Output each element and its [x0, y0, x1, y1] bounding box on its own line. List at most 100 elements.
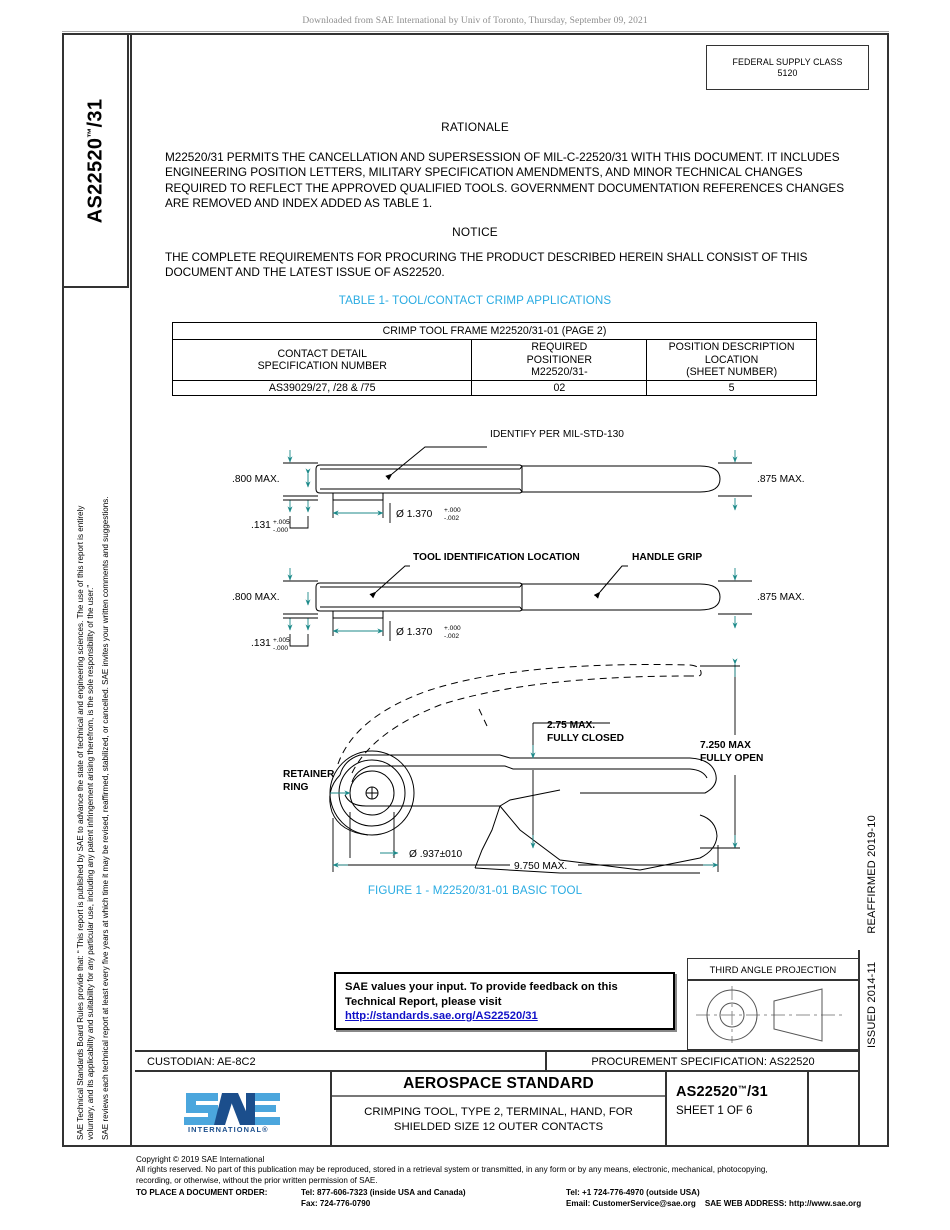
figure-caption: FIGURE 1 - M22520/31-01 BASIC TOOL: [367, 884, 583, 897]
view-2-dim-diameter-upper: +.000: [444, 625, 461, 632]
header-c3-line3: (SHEET NUMBER): [686, 366, 778, 379]
view-1-leader: [385, 446, 487, 481]
footer-web: SAE WEB ADDRESS: http://www.sae.org: [704, 1199, 862, 1209]
footer-email: Email: CustomerService@sae.org: [566, 1199, 696, 1209]
title-block-middle: AEROSPACE STANDARD CRIMPING TOOL, TYPE 2…: [332, 1072, 667, 1145]
sidebar-divider: [130, 33, 132, 1147]
view-2-dim-bottom-upper: +.005: [273, 637, 290, 644]
federal-supply-class-box: FEDERAL SUPPLY CLASS 5120: [706, 45, 869, 90]
doc-number-main: AS22520: [676, 1084, 738, 1100]
federal-supply-class-value: 5120: [777, 68, 798, 78]
cell-contact-detail: AS39029/27, /28 & /75: [171, 379, 473, 397]
header-c2-line3: M22520/31-: [531, 366, 588, 379]
doc-number-suffix: /31: [747, 1084, 768, 1100]
third-angle-projection-label: THIRD ANGLE PROJECTION: [688, 959, 858, 981]
view-1-dim-diameter-lower: -.002: [444, 515, 459, 522]
header-c2-line1: REQUIRED: [531, 341, 588, 354]
page-frame: [62, 33, 889, 1147]
view-1-callout-label: IDENTIFY PER MIL-STD-130: [490, 429, 624, 440]
view-1-dim-bottom-lower: -.000: [273, 527, 288, 534]
view-1-dim-diameter: Ø 1.370: [396, 509, 433, 520]
footer-fax: Fax: 724-776-0790: [301, 1199, 371, 1209]
view-1-dimensions: [283, 450, 752, 529]
doc-number: AS22520™/31: [676, 1084, 807, 1100]
feedback-line-2: Technical Report, please visit: [345, 995, 502, 1008]
sheet-number: SHEET 1 OF 6: [676, 1105, 753, 1117]
view-3-plier: [329, 664, 718, 874]
federal-supply-class-label: FEDERAL SUPPLY CLASS: [732, 57, 843, 67]
view-1-dim-bottom: .131: [251, 520, 271, 531]
feedback-line-1: SAE values your input. To provide feedba…: [345, 981, 618, 993]
sae-logo-sub: INTERNATIONAL®: [188, 1125, 269, 1133]
view-2-dim-right: .875 MAX.: [757, 592, 805, 603]
title-block: INTERNATIONAL® AEROSPACE STANDARD CRIMPI…: [135, 1072, 889, 1145]
view-2-dim-left: .800 MAX.: [232, 592, 280, 603]
tool-contact-crimp-table: CRIMP TOOL FRAME M22520/31-01 (PAGE 2) C…: [171, 321, 817, 397]
view-2-dim-bottom: .131: [251, 638, 271, 649]
banner-divider: [62, 31, 889, 32]
view-3-dim-closed-line1: 2.75 MAX.: [547, 720, 595, 731]
table-header-positioner: REQUIRED POSITIONER M22520/31-: [471, 339, 648, 381]
header-c2-line2: POSITIONER: [526, 353, 592, 366]
rationale-heading: RATIONALE: [441, 120, 509, 134]
sidebar-doc-code-box: AS22520™/31: [64, 35, 129, 288]
view-3-dim-pivot: Ø .937±010: [409, 849, 463, 860]
rationale-text: M22520/31 PERMITS THE CANCELLATION AND S…: [165, 150, 845, 210]
feedback-box: SAE values your input. To provide feedba…: [334, 972, 675, 1030]
header-c1-line1: CONTACT DETAIL: [277, 347, 367, 360]
standard-type: AEROSPACE STANDARD: [332, 1072, 665, 1097]
view-1-dim-left: .800 MAX.: [232, 474, 280, 485]
title-block-doc-number: AS22520™/31 SHEET 1 OF 6: [667, 1072, 809, 1145]
view-3-dim-closed-line2: FULLY CLOSED: [547, 733, 624, 744]
footer: Copyright © 2019 SAE International All r…: [136, 1155, 896, 1209]
sae-logo-mark: INTERNATIONAL®: [183, 1092, 280, 1133]
view-3-dimensions: [330, 658, 740, 872]
notice-heading: NOTICE: [452, 225, 498, 239]
view-2-dimensions: [283, 568, 752, 647]
footer-rights-line-1: All rights reserved. No part of this pub…: [136, 1165, 768, 1175]
standard-description: CRIMPING TOOL, TYPE 2, TERMINAL, HAND, F…: [332, 1097, 665, 1135]
doc-number-tm: ™: [737, 1084, 748, 1094]
feedback-link[interactable]: http://standards.sae.org/AS22520/31: [345, 1010, 538, 1022]
cell-location: 5: [646, 379, 817, 397]
header-c3-line1: POSITION DESCRIPTION: [668, 341, 795, 354]
view-1-tool-profile: [315, 464, 721, 501]
standard-description-line-2: SHIELDED SIZE 12 OUTER CONTACTS: [393, 1121, 604, 1133]
table-caption: TABLE 1- TOOL/CONTACT CRIMP APPLICATIONS: [338, 294, 612, 307]
view-3-dim-length: 9.750 MAX.: [514, 861, 567, 872]
footer-email-web: Email: CustomerService@sae.org SAE WEB A…: [566, 1198, 896, 1209]
procurement-spec-label: PROCUREMENT SPECIFICATION: AS22520: [591, 1056, 815, 1068]
table-row: AS39029/27, /28 & /75 02 5: [171, 379, 817, 397]
header-c1-line2: SPECIFICATION NUMBER: [257, 360, 387, 373]
footer-rights-line-2: recording, or otherwise, without the pri…: [136, 1175, 378, 1185]
header-c3-line2: LOCATION: [704, 353, 759, 366]
view-2-dim-diameter-lower: -.002: [444, 633, 459, 640]
standard-description-line-1: CRIMPING TOOL, TYPE 2, TERMINAL, HAND, F…: [364, 1106, 633, 1118]
third-angle-projection-box: THIRD ANGLE PROJECTION: [687, 958, 859, 1050]
custodian-label: CUSTODIAN: AE-8C2: [135, 1052, 547, 1070]
custodian-row: CUSTODIAN: AE-8C2 PROCUREMENT SPECIFICAT…: [135, 1050, 859, 1072]
footer-copyright: Copyright © 2019 SAE International: [136, 1155, 265, 1164]
view-1-dim-right: .875 MAX.: [757, 474, 805, 485]
table-span-header: CRIMP TOOL FRAME M22520/31-01 (PAGE 2): [172, 321, 817, 341]
view-3-label-retainer-1: RETAINER: [283, 769, 335, 780]
notice-text: THE COMPLETE REQUIREMENTS FOR PROCURING …: [165, 250, 808, 280]
view-2-dim-diameter: Ø 1.370: [396, 627, 433, 638]
sae-logo: INTERNATIONAL®: [135, 1072, 332, 1145]
download-banner: Downloaded from SAE International by Uni…: [302, 16, 648, 26]
footer-order-label: TO PLACE A DOCUMENT ORDER:: [136, 1188, 268, 1198]
view-2-leaders: [369, 565, 628, 599]
third-angle-projection-symbol: [696, 986, 846, 1043]
view-3-dim-open-line1: 7.250 MAX: [700, 740, 751, 751]
footer-tel-usa: Tel: 877-606-7323 (inside USA and Canada…: [301, 1188, 466, 1198]
right-rail-divider: [858, 950, 860, 1147]
table-span-header-row: CRIMP TOOL FRAME M22520/31-01 (PAGE 2): [172, 321, 817, 341]
view-3-dim-open-line2: FULLY OPEN: [700, 753, 763, 764]
view-1-dim-bottom-upper: +.005: [273, 519, 290, 526]
title-block-blank-cell: [809, 1072, 889, 1145]
footer-order-info: TO PLACE A DOCUMENT ORDER: Tel: 877-606-…: [136, 1187, 896, 1209]
view-2-tool-profile: [315, 582, 721, 619]
footer-tel-intl: Tel: +1 724-776-4970 (outside USA): [566, 1188, 700, 1198]
view-2-dim-bottom-lower: -.000: [273, 645, 288, 652]
